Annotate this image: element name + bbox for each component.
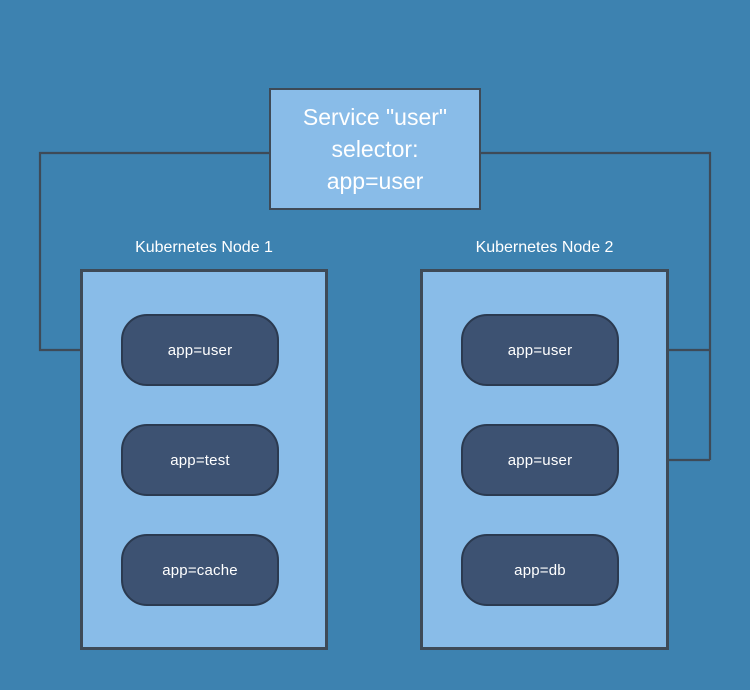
pod-label: app=user — [167, 341, 233, 359]
node-1-caption: Kubernetes Node 1 — [135, 239, 273, 256]
pod-node1-app-test[interactable]: app=test — [121, 424, 279, 496]
service-selector-label: selector: — [331, 136, 419, 162]
pod-node1-app-user[interactable]: app=user — [121, 314, 279, 386]
pod-node1-app-cache[interactable]: app=cache — [121, 534, 279, 606]
pod-node2-app-db[interactable]: app=db — [461, 534, 619, 606]
pod-label: app=db — [514, 561, 566, 579]
service-selector-value: app=user — [326, 168, 424, 194]
pod-node2-app-user-1[interactable]: app=user — [461, 314, 619, 386]
pod-label: app=test — [170, 451, 230, 469]
pod-label: app=user — [507, 451, 573, 469]
pod-label: app=user — [507, 341, 573, 359]
node-2-caption: Kubernetes Node 2 — [475, 239, 614, 256]
service-box: Service "user" selector: app=user — [269, 88, 481, 210]
pod-label: app=cache — [162, 561, 238, 579]
service-title: Service "user" — [302, 104, 448, 130]
pod-node2-app-user-2[interactable]: app=user — [461, 424, 619, 496]
